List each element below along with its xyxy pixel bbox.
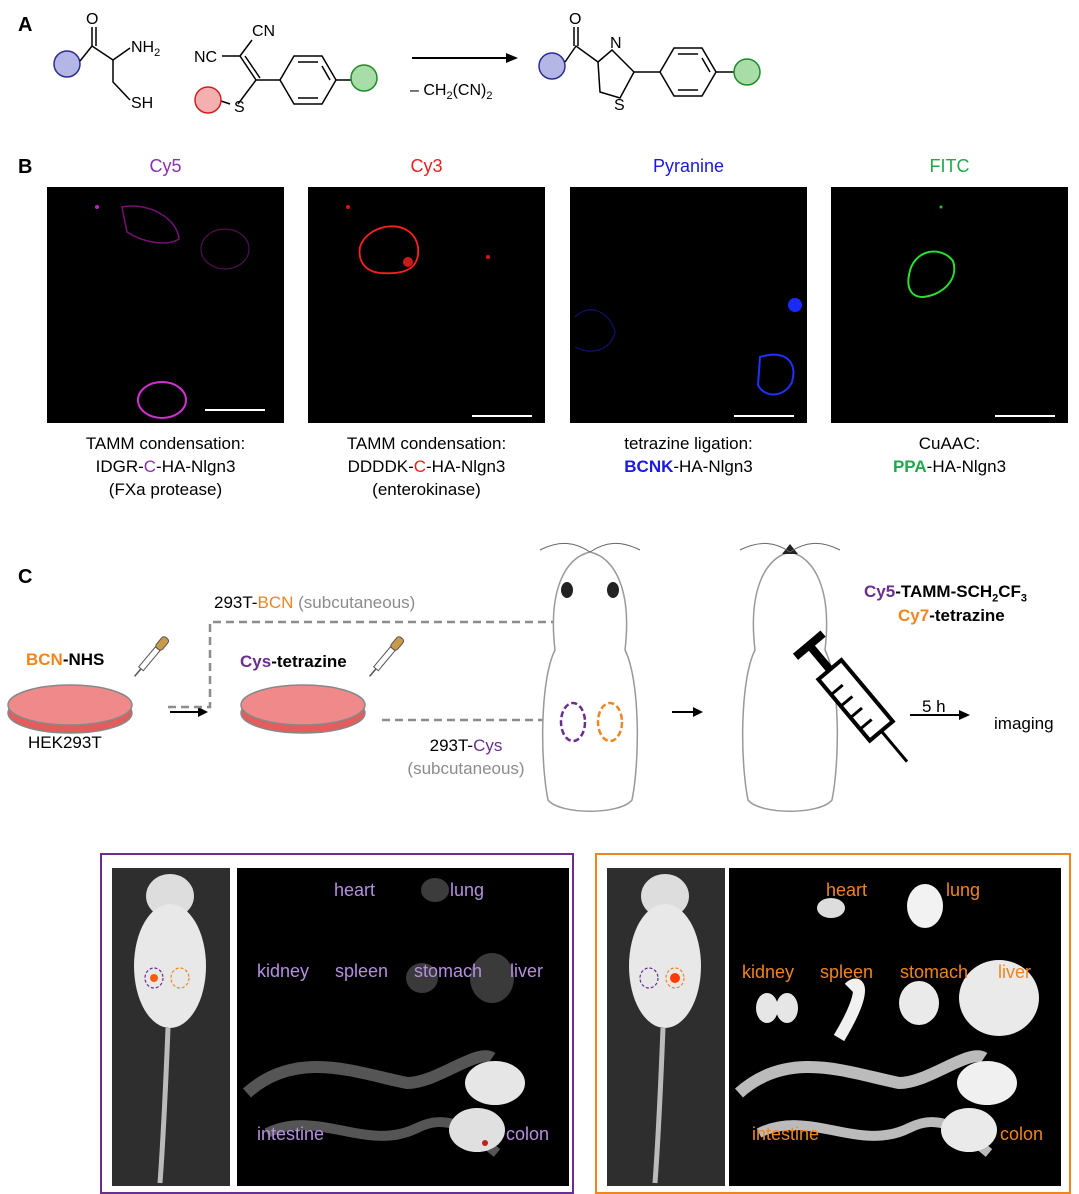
thiazoline-n: N <box>610 35 622 52</box>
caption-fitc: CuAAC: PPA-HA-Nlgn3 <box>892 434 1007 476</box>
organ-label-stomach: stomach <box>900 962 969 982</box>
organ-label-liver: liver <box>510 961 544 981</box>
organ-label-colon: colon <box>1000 1124 1044 1144</box>
molecule-1-sphere <box>53 50 81 78</box>
scheme-a: O NH2 SH NC CN S – CH2(CN)2 O N S <box>53 11 761 116</box>
organ-label-heart: heart <box>334 880 376 900</box>
frame-cy7-imaging <box>595 853 1071 1194</box>
organ-label-heart: heart <box>826 880 868 900</box>
mouse-photo-cy7 <box>607 868 725 1186</box>
dropper-icon <box>133 636 170 677</box>
mouse-illustration-1 <box>539 543 641 812</box>
carbonyl-o-2: O <box>569 11 581 28</box>
organ-label-lung: lung <box>450 880 485 900</box>
organ-label-lung: lung <box>946 880 981 900</box>
panel-label-a: A <box>18 14 33 36</box>
mouse-photo-cy5 <box>112 868 230 1186</box>
tumor-site-cys <box>559 701 587 743</box>
time-label: 5 h <box>922 697 946 716</box>
thiol-label: SH <box>131 95 153 112</box>
organ-label-colon: colon <box>506 1124 550 1144</box>
panel-label-b: B <box>18 156 33 178</box>
caption-cy3: TAMM condensation: DDDDK-C-HA-Nlgn3 (ent… <box>346 434 507 499</box>
mouse-illustration-2 <box>739 543 841 812</box>
nitrile-nc: NC <box>194 49 217 66</box>
scale-bar <box>472 415 532 417</box>
amine-label: NH2 <box>131 39 160 59</box>
organ-label-spleen: spleen <box>335 961 389 981</box>
scale-bar <box>995 415 1055 417</box>
frame-cy5-imaging <box>100 853 574 1194</box>
carbonyl-o-1: O <box>86 11 98 28</box>
organ-image-cy5 <box>237 868 569 1186</box>
caption-cy5: TAMM condensation: IDGR-C-HA-Nlgn3 (FXa … <box>85 434 246 499</box>
dye-label-cy5: Cy5 <box>149 156 182 176</box>
organ-label-kidney: kidney <box>257 961 310 981</box>
dye-label-cy3: Cy3 <box>410 156 443 176</box>
cys-tetrazine-label: Cys-tetrazine <box>240 652 347 671</box>
micrograph-fitc <box>831 187 1068 423</box>
dye-label-fitc: FITC <box>929 156 970 176</box>
organ-image-cy7 <box>729 868 1061 1186</box>
organ-label-spleen: spleen <box>820 962 874 982</box>
dropper-icon <box>368 636 405 677</box>
nitrile-cn: CN <box>252 23 275 40</box>
route-bcn-label: 293T-BCN (subcutaneous) <box>214 593 416 612</box>
product-sphere-1 <box>538 52 566 80</box>
organ-label-intestine: intestine <box>257 1124 325 1144</box>
organ-label-kidney: kidney <box>742 962 795 982</box>
workflow-diagram <box>7 543 970 812</box>
micrograph-pyranine <box>570 187 807 423</box>
route-cys-label: 293T-Cys (subcutaneous) <box>407 736 525 778</box>
product-sphere-2 <box>733 58 761 86</box>
micrograph-cy5 <box>47 187 284 423</box>
thiazoline-s: S <box>614 97 625 114</box>
scale-bar <box>205 409 265 411</box>
cells-label: HEK293T <box>28 733 102 752</box>
scale-bar <box>734 415 794 417</box>
caption-pyranine: tetrazine ligation: BCNK-HA-Nlgn3 <box>624 434 753 476</box>
tumor-site-bcn <box>596 701 624 743</box>
syringe-icon <box>792 630 909 763</box>
sulfur-label: S <box>234 99 245 116</box>
panel-label-c: C <box>18 566 33 588</box>
probe-cy7-label: Cy7-tetrazine <box>898 606 1005 625</box>
imaging-label: imaging <box>994 714 1054 733</box>
molecule-2-leaving-sphere <box>194 86 222 114</box>
byproduct-label: – CH2(CN)2 <box>410 82 492 102</box>
molecule-2-sphere <box>350 64 378 92</box>
organ-label-liver: liver <box>998 962 1032 982</box>
micrograph-cy3 <box>308 187 545 423</box>
probe-cy5-label: Cy5-TAMM-SCH2CF3 <box>864 582 1028 605</box>
organ-label-stomach: stomach <box>414 961 483 981</box>
organ-label-intestine: intestine <box>752 1124 820 1144</box>
dye-label-pyranine: Pyranine <box>652 156 725 176</box>
bcn-nhs-label: BCN-NHS <box>26 650 105 669</box>
